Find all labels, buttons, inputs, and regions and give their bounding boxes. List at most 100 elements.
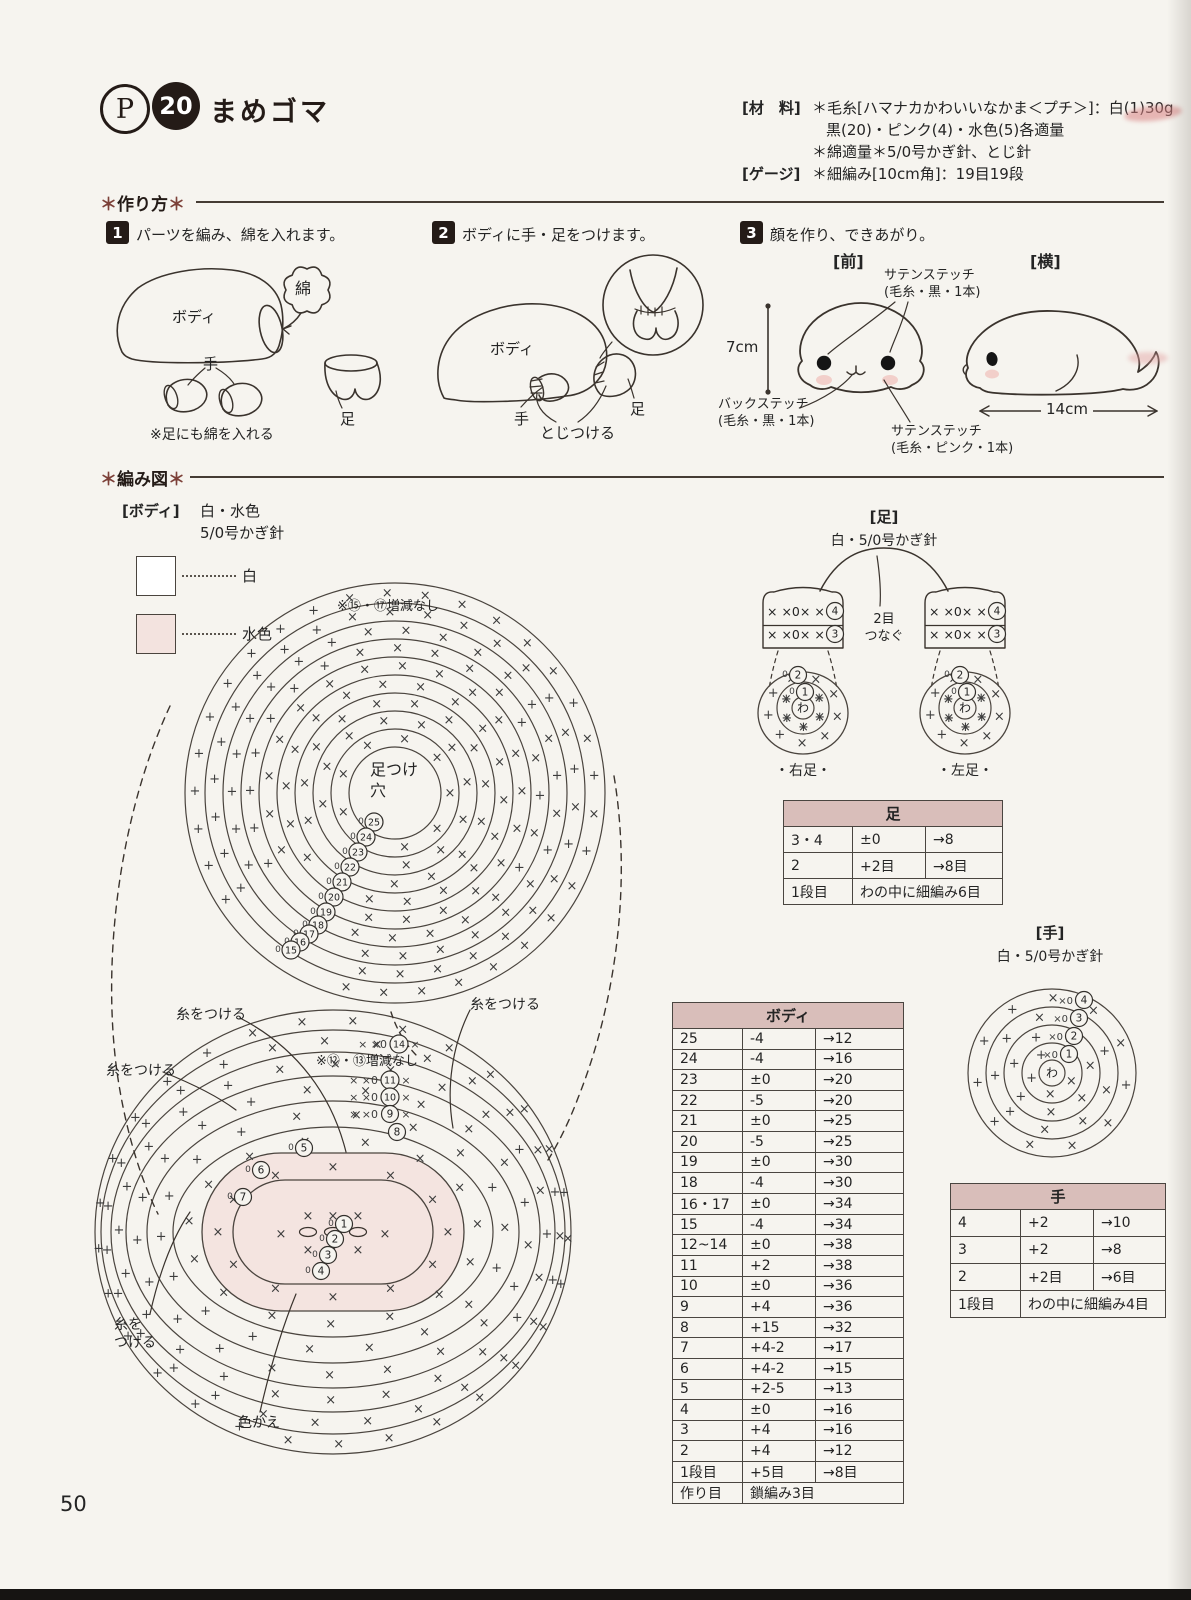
svg-text:×: × xyxy=(530,751,541,766)
table-row: 11+2→38 xyxy=(672,1254,904,1277)
materials-line-3: ＊綿適量＊5/0号かぎ針、とじ針 xyxy=(812,143,1032,161)
svg-text:+: + xyxy=(1036,1048,1047,1063)
svg-text:×: × xyxy=(364,1340,375,1355)
svg-text:×: × xyxy=(819,729,830,744)
svg-text:×: × xyxy=(228,1193,239,1208)
table-row: 12~14±0→38 xyxy=(672,1234,904,1256)
svg-text:× ×0: × ×0 xyxy=(349,1091,378,1104)
svg-text:×: × xyxy=(270,1281,281,1296)
table-row: 4+2→10 xyxy=(950,1209,1167,1237)
svg-text:×: × xyxy=(972,672,983,687)
svg-text:×: × xyxy=(270,1169,281,1184)
svg-text:×: × xyxy=(401,1108,410,1121)
svg-text:×: × xyxy=(1102,1116,1113,1131)
svg-text:×: × xyxy=(498,793,509,808)
svg-text:+: + xyxy=(763,708,774,723)
svg-text:×: × xyxy=(463,1122,474,1137)
svg-text:+: + xyxy=(514,1143,525,1158)
svg-text:×: × xyxy=(467,685,478,700)
svg-text:+: + xyxy=(547,1273,558,1288)
svg-text:+: + xyxy=(563,837,574,852)
item-number-badge: 20 xyxy=(152,82,200,130)
svg-text:×: × xyxy=(328,1160,339,1175)
svg-text:×: × xyxy=(567,879,578,894)
svg-text:+: + xyxy=(219,1370,230,1385)
svg-text:+: + xyxy=(1031,1030,1042,1045)
svg-text:25: 25 xyxy=(368,818,380,829)
gauge-line: ＊細編み[10cm角]：19目19段 xyxy=(812,165,1024,183)
svg-text:4: 4 xyxy=(832,606,839,618)
svg-text:×: × xyxy=(562,1231,573,1246)
svg-text:×: × xyxy=(319,1034,330,1049)
svg-text:×: × xyxy=(981,729,992,744)
svg-text:×: × xyxy=(360,1084,371,1099)
svg-text:0: 0 xyxy=(326,877,332,887)
left-foot-label: ・左足・ xyxy=(937,763,993,779)
bodychart-sub2: 5/0号かぎ針 xyxy=(200,524,285,542)
svg-text:×: × xyxy=(498,1351,509,1366)
svg-text:×: × xyxy=(549,872,560,887)
svg-text:×: × xyxy=(384,1431,395,1446)
svg-text:+: + xyxy=(162,1075,173,1090)
attach-thread-label-2: 糸をつける xyxy=(106,1063,176,1079)
step-2-caption: ボディに手・足をつけます。 xyxy=(462,226,655,244)
svg-text:×: × xyxy=(399,840,410,855)
svg-text:×: × xyxy=(360,946,371,961)
step-1-number: 1 xyxy=(106,221,129,244)
svg-text:+: + xyxy=(137,1191,148,1206)
svg-text:×: × xyxy=(976,691,987,706)
svg-text:+: + xyxy=(141,1307,152,1322)
legend-leader-lightblue xyxy=(182,633,236,635)
svg-text:×: × xyxy=(363,625,374,640)
svg-text:×: × xyxy=(270,1387,281,1402)
svg-text:+: + xyxy=(308,603,319,618)
svg-text:×: × xyxy=(324,677,335,692)
svg-text:0: 0 xyxy=(305,1266,311,1276)
satin-stitch-pink-label: サテンステッチ (毛糸・ピンク・1本) xyxy=(891,424,1014,456)
svg-text:+: + xyxy=(123,1329,134,1344)
svg-text:×: × xyxy=(304,1342,315,1357)
svg-text:×: × xyxy=(392,641,403,656)
svg-text:×: × xyxy=(1076,1091,1087,1106)
svg-text:+: + xyxy=(798,720,809,735)
svg-text:×: × xyxy=(468,861,479,876)
svg-text:×: × xyxy=(544,1142,555,1157)
svg-text:×: × xyxy=(1048,991,1059,1006)
svg-text:+: + xyxy=(103,1199,114,1214)
svg-text:×: × xyxy=(832,710,843,725)
svg-text:+: + xyxy=(120,1267,131,1282)
legend-label-white: 白 xyxy=(242,567,258,585)
svg-text:8: 8 xyxy=(394,1127,401,1139)
svg-text:×: × xyxy=(264,769,275,784)
handchart-sub: 白・5/0号かぎ針 xyxy=(996,949,1104,965)
materials-label: [材 料] xyxy=(742,99,801,117)
attach-thread-label-1: 糸をつける xyxy=(176,1007,246,1023)
svg-text:×: × xyxy=(380,1227,391,1242)
svg-text:×: × xyxy=(371,697,382,712)
svg-text:0: 0 xyxy=(302,920,308,930)
table-row: 1段目わの中に細編み6目 xyxy=(783,878,1004,905)
svg-text:+: + xyxy=(1099,1044,1110,1059)
svg-text:×0: ×0 xyxy=(1053,1014,1068,1025)
svg-text:×: × xyxy=(437,1080,448,1095)
svg-text:×: × xyxy=(453,976,464,991)
svg-text:+: + xyxy=(95,1196,106,1211)
svg-text:+: + xyxy=(202,1046,213,1061)
svg-text:+: + xyxy=(1009,1056,1020,1071)
svg-text:×: × xyxy=(1039,1123,1050,1138)
page-number: 50 xyxy=(60,1492,87,1516)
svg-text:+: + xyxy=(116,1156,127,1171)
color-change-label: 色かえ xyxy=(238,1415,280,1431)
svg-text:+: + xyxy=(130,1110,141,1125)
svg-text:×: × xyxy=(416,718,427,733)
svg-text:×: × xyxy=(523,1238,534,1253)
svg-text:×: × xyxy=(517,784,528,799)
svg-text:22: 22 xyxy=(344,863,356,874)
svg-text:+: + xyxy=(160,1151,171,1166)
svg-text:+: + xyxy=(194,746,205,761)
svg-text:×: × xyxy=(797,736,808,751)
svg-text:×: × xyxy=(330,1057,341,1072)
svg-text:+: + xyxy=(1001,1031,1012,1046)
svg-text:×: × xyxy=(408,1121,419,1136)
